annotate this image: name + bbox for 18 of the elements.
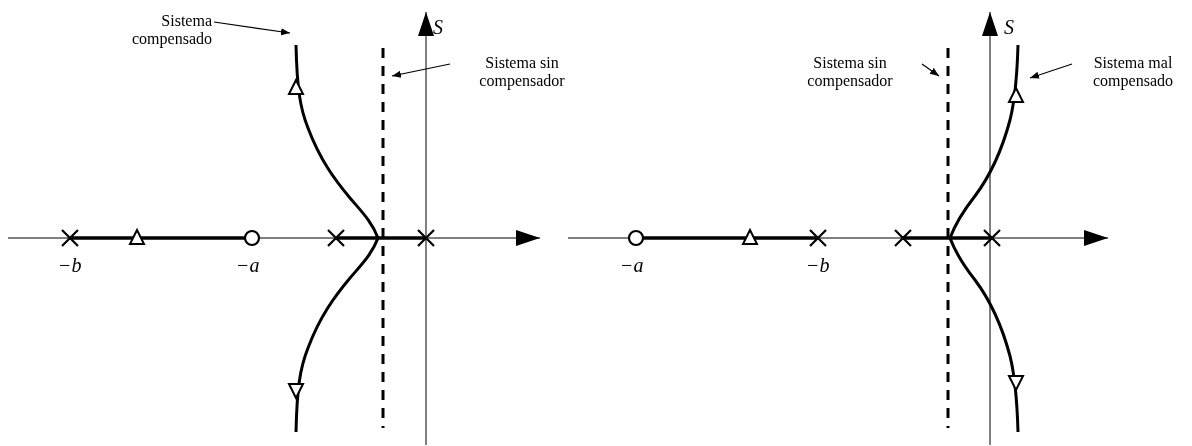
zero-label: −a	[620, 254, 644, 276]
pole-label: −b	[806, 254, 830, 276]
leader-line	[921, 63, 940, 77]
leader-line	[391, 63, 451, 78]
callout-text: Sistema mal compensado	[1092, 54, 1174, 90]
asymptote-line	[946, 48, 950, 428]
root-locus-curve	[948, 43, 1020, 434]
axis-label: S	[433, 16, 443, 38]
zero-label: −a	[236, 254, 260, 276]
axis-label: S	[1004, 16, 1014, 38]
callout-text: Sistema compensado	[131, 12, 212, 48]
root-locus-curve	[294, 43, 380, 434]
callout-text: Sistema sin compensador	[806, 54, 894, 90]
callout-text: Sistema sin compensador	[478, 54, 566, 90]
asymptote-line	[381, 48, 385, 428]
leader-line	[1029, 63, 1073, 79]
leader-line	[213, 21, 291, 36]
pole-label: −b	[58, 254, 82, 276]
